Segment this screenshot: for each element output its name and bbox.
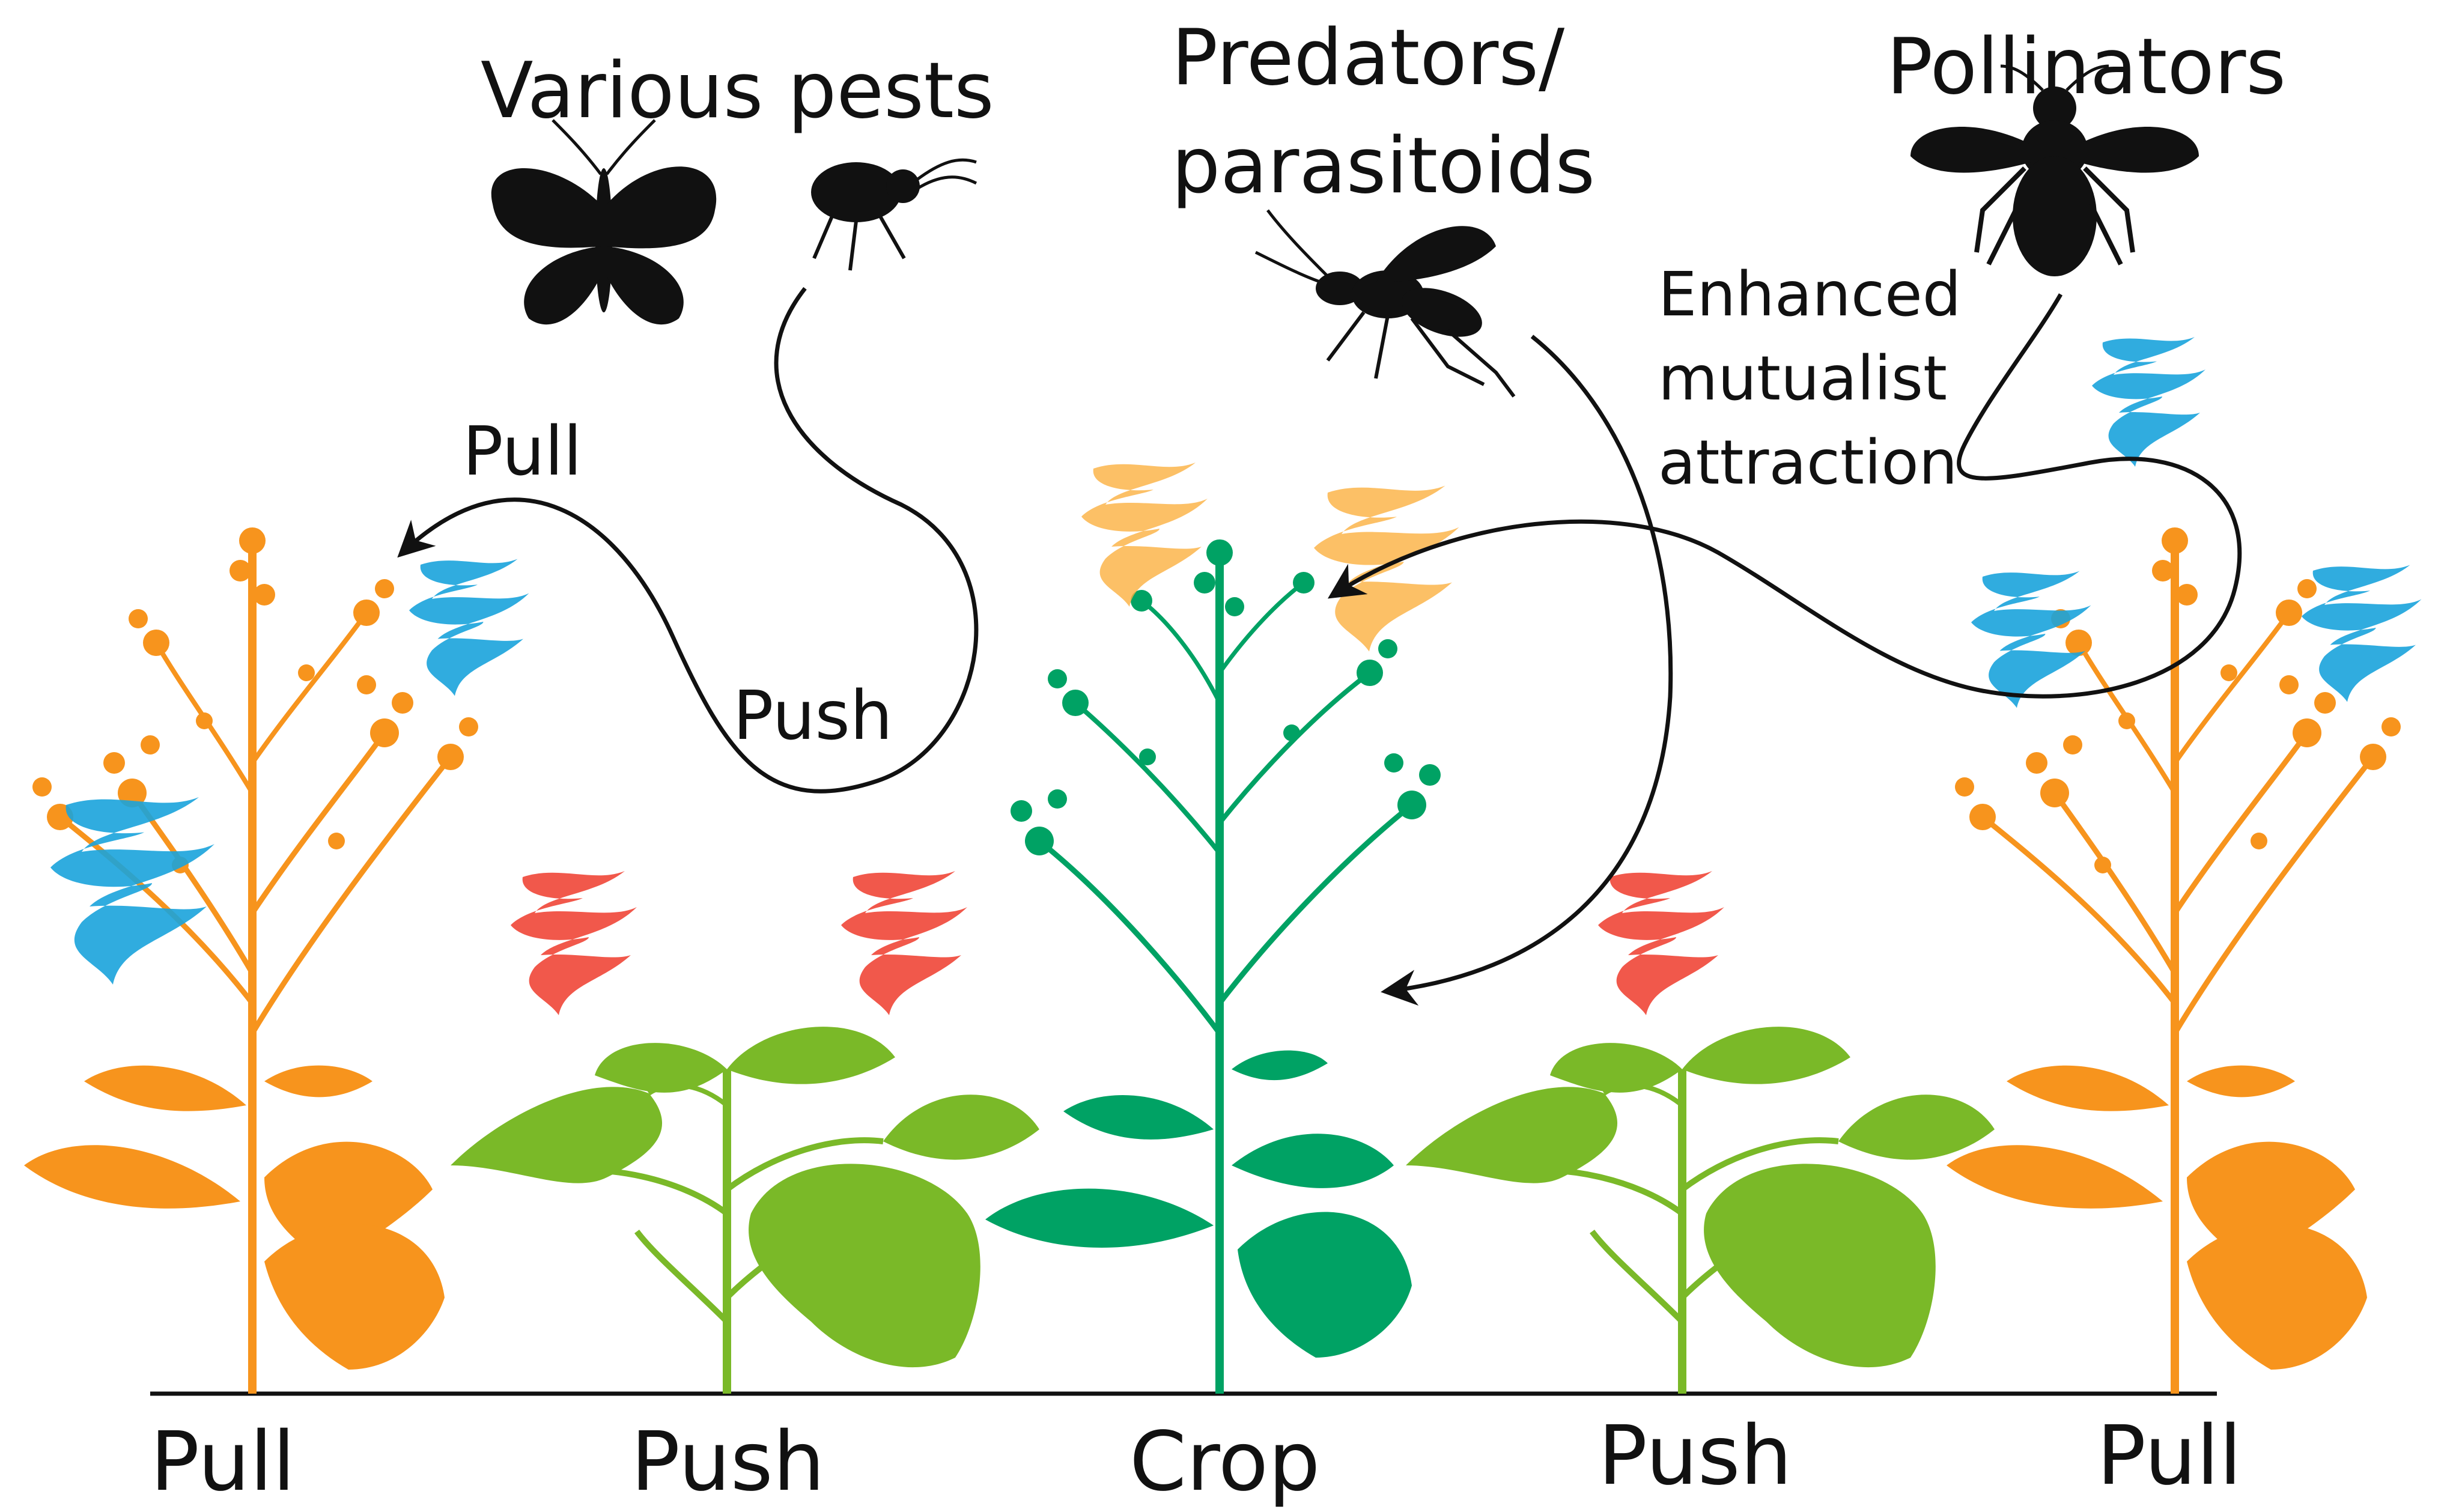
beetle-icon: [811, 158, 977, 271]
row-label-push-right: Push: [1598, 1409, 1792, 1504]
pull-arrow-label: Pull: [463, 413, 582, 491]
row-label-push-left: Push: [631, 1415, 825, 1510]
row-label-pull-right: Pull: [2097, 1409, 2242, 1504]
blue-volatile-right-top: [2092, 337, 2205, 467]
enhanced-attraction-line3: attraction: [1658, 427, 1957, 499]
pollinators-label: Pollinators: [1886, 22, 2286, 112]
predator-arrow: [1381, 335, 1673, 1006]
bee-icon: [1910, 64, 2199, 276]
blue-volatile-right-side: [2302, 565, 2422, 702]
push-arrow-label: Push: [733, 677, 893, 755]
push-plant-left: [451, 1027, 1039, 1394]
enhanced-attraction-line1: Enhanced: [1658, 259, 1961, 330]
enhanced-attraction-line2: mutualist: [1658, 343, 1947, 414]
pollinator-arrow: [1327, 293, 2242, 699]
orange-volatile-crop-right: [1314, 485, 1459, 652]
row-label-crop: Crop: [1129, 1415, 1320, 1510]
blue-volatile-large-left: [50, 797, 214, 985]
blue-volatile-left: [409, 559, 529, 696]
wasp-icon: [1254, 209, 1516, 398]
row-label-pull-left: Pull: [150, 1415, 295, 1510]
red-volatile-push-left-b: [841, 871, 967, 1015]
push-plant-right: [1406, 1027, 1995, 1394]
various-pests-label: Various pests: [481, 46, 994, 136]
orange-volatile-crop-left: [1081, 463, 1208, 607]
red-volatile-push-right: [1598, 871, 1724, 1015]
pest-push-pull-arrow: [397, 287, 979, 794]
predators-label-line2: parasitoids: [1172, 121, 1595, 211]
predators-label-line1: Predators/: [1172, 13, 1565, 103]
crop-plant: [985, 539, 1441, 1394]
butterfly-icon: [491, 119, 717, 325]
pull-plant-left: [24, 527, 478, 1394]
red-volatile-push-left-a: [511, 871, 637, 1015]
